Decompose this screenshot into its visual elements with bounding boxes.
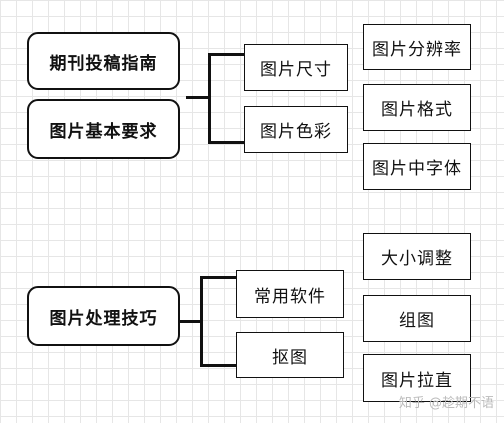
- connector-bracket2-vertical: [200, 276, 203, 367]
- root-journal-guide: 期刊投稿指南: [27, 32, 180, 90]
- connector-bracket1-vertical: [208, 53, 211, 144]
- node-image-font: 图片中字体: [363, 143, 471, 190]
- root-image-processing-tips: 图片处理技巧: [27, 286, 180, 346]
- connector-root2-to-bracket: [180, 320, 203, 323]
- connector-bracket1-top: [208, 53, 244, 56]
- connector-root1-to-bracket: [186, 96, 210, 99]
- watermark: 知乎 @趁期不语: [398, 396, 494, 411]
- node-image-size: 图片尺寸: [244, 44, 348, 91]
- root-image-basic-requirements: 图片基本要求: [27, 99, 180, 159]
- connector-bracket1-bottom: [208, 141, 244, 144]
- connector-bracket2-bottom: [200, 364, 236, 367]
- node-resize: 大小调整: [363, 233, 471, 280]
- node-image-color: 图片色彩: [244, 106, 348, 153]
- node-straighten: 图片拉直: [363, 354, 471, 402]
- node-cutout: 抠图: [236, 332, 344, 378]
- node-common-software: 常用软件: [236, 270, 344, 318]
- connector-bracket2-top: [200, 276, 236, 279]
- node-image-resolution: 图片分辨率: [363, 24, 471, 70]
- node-collage: 组图: [363, 295, 471, 342]
- node-image-format: 图片格式: [363, 84, 471, 131]
